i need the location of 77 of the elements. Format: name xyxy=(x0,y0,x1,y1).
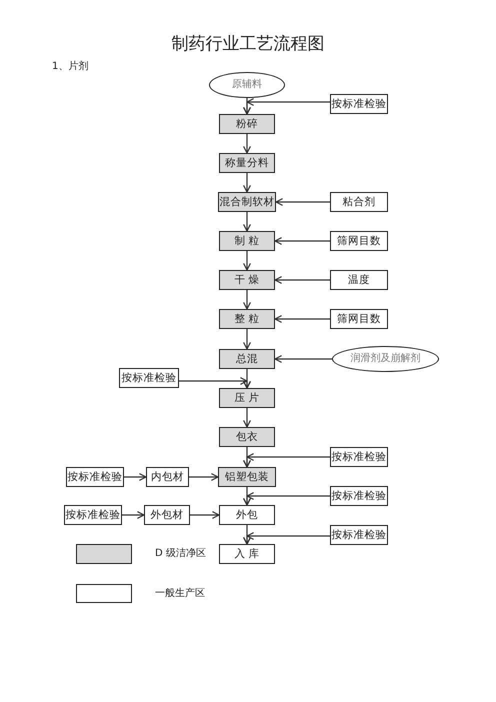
node-label: 入 库 xyxy=(234,548,260,560)
legend-label: 一般生产区 xyxy=(155,588,205,600)
process-box xyxy=(219,153,275,173)
node-label: 按标准检验 xyxy=(332,98,386,110)
input-box xyxy=(144,505,190,525)
input-box xyxy=(146,467,189,487)
node-label: 称量分料 xyxy=(225,156,269,170)
ellipse-label: 润滑剂及崩解剂 xyxy=(350,353,420,365)
section-heading: 1、片剂 xyxy=(52,61,88,73)
arrow xyxy=(243,453,330,467)
arrow xyxy=(243,290,251,310)
node-label: 总混 xyxy=(236,352,258,366)
input-box xyxy=(330,270,388,290)
process-box xyxy=(218,192,276,212)
node-label: 按标准检验 xyxy=(122,372,176,384)
input-box xyxy=(330,309,388,329)
process-box xyxy=(219,544,275,564)
arrow xyxy=(243,134,251,154)
diagram-title: 制药行业工艺流程图 xyxy=(172,34,324,54)
process-box xyxy=(219,349,275,369)
node-label: 混合制软材 xyxy=(220,196,274,208)
node-label: 按标准检验 xyxy=(332,528,386,542)
process-box xyxy=(219,270,275,290)
arrow xyxy=(122,511,145,519)
input-box xyxy=(330,486,388,506)
process-box xyxy=(219,309,275,329)
arrow xyxy=(243,408,251,428)
arrow xyxy=(243,173,251,193)
node-label: 制 粒 xyxy=(234,234,260,248)
arrow xyxy=(243,251,251,271)
arrow xyxy=(243,212,251,232)
input-box xyxy=(64,505,122,525)
legend-label: D 级洁净区 xyxy=(155,548,206,560)
node-label: 铝塑包装 xyxy=(225,470,269,484)
node-label: 外包 xyxy=(236,508,258,522)
arrow xyxy=(243,329,251,350)
arrow xyxy=(274,276,330,284)
process-box xyxy=(219,231,275,251)
process-box xyxy=(219,388,275,408)
node-label: 粘合剂 xyxy=(342,196,376,208)
node-label: 温度 xyxy=(348,274,370,286)
process-box xyxy=(218,467,276,487)
node-label: 筛网目数 xyxy=(337,312,381,326)
node-label: 按标准检验 xyxy=(332,490,386,502)
arrow xyxy=(243,98,330,114)
arrow xyxy=(274,237,330,245)
ellipse-label: 原辅料 xyxy=(232,79,262,91)
input-box xyxy=(330,94,388,114)
input-box xyxy=(66,467,124,487)
node-label: 筛网目数 xyxy=(337,234,381,248)
node-label: 压 片 xyxy=(234,392,260,404)
input-box xyxy=(330,525,388,545)
node-label: 干 燥 xyxy=(234,274,260,286)
process-box xyxy=(219,505,275,525)
arrow xyxy=(124,473,147,481)
process-box xyxy=(219,114,275,134)
node-label: 包衣 xyxy=(236,430,258,444)
process-box xyxy=(219,427,275,447)
node-label: 内包材 xyxy=(151,470,184,484)
arrow xyxy=(189,473,219,481)
input-box xyxy=(330,192,388,212)
input-box xyxy=(330,231,388,251)
node-label: 外包材 xyxy=(150,508,184,522)
arrow xyxy=(190,511,220,519)
arrow xyxy=(243,532,330,544)
input-box xyxy=(119,368,179,388)
arrow xyxy=(274,355,332,363)
arrow xyxy=(179,377,251,388)
arrow xyxy=(275,198,330,206)
node-label: 按标准检验 xyxy=(68,470,122,484)
node-label: 整 粒 xyxy=(234,312,260,326)
input-box xyxy=(330,447,388,467)
arrow xyxy=(243,492,330,505)
node-label: 按标准检验 xyxy=(332,450,386,464)
arrow xyxy=(274,315,330,323)
node-label: 按标准检验 xyxy=(66,508,120,522)
node-label: 粉碎 xyxy=(236,118,258,130)
